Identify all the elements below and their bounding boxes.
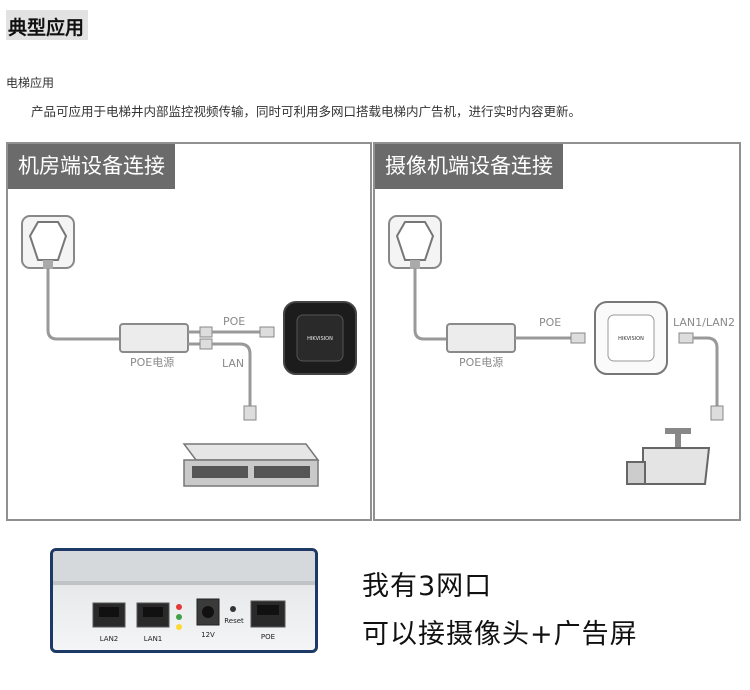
ports-illustration: LAN2 LAN1 12V Reset POE bbox=[53, 551, 315, 643]
security-camera-icon bbox=[626, 428, 711, 485]
port-label: POE bbox=[261, 633, 275, 641]
rj45-plug-icon bbox=[243, 405, 257, 421]
port-label: Reset bbox=[224, 617, 244, 625]
device-brand: HIKVISION bbox=[618, 336, 644, 342]
camera-side-panel: 摄像机端设备连接 POE电源 POE HIKVISION LAN1/LAN2 bbox=[373, 142, 741, 521]
caption-line-2: 可以接摄像头+广告屏 bbox=[362, 619, 638, 650]
poe-power-adapter-icon bbox=[446, 323, 516, 353]
section-heading: 典型应用 bbox=[6, 10, 89, 40]
camera-side-diagram: POE电源 POE HIKVISION LAN1/LAN2 bbox=[388, 215, 735, 485]
device-brand: HIKVISION bbox=[307, 336, 333, 342]
reset-button-icon bbox=[230, 606, 236, 612]
dc-power-jack-icon bbox=[196, 598, 220, 626]
poe-power-label: POE电源 bbox=[459, 355, 503, 369]
network-switch-icon bbox=[182, 443, 320, 487]
rj45-plug-icon bbox=[259, 326, 275, 338]
wireless-bridge-device-icon: HIKVISION bbox=[283, 301, 357, 375]
rj45-plug-icon bbox=[570, 332, 586, 344]
port-label: 12V bbox=[201, 631, 215, 639]
machine-room-diagram: POE电源 POE LAN HIKVISION bbox=[21, 215, 357, 487]
machine-room-panel: 机房端设备连接 POE电源 POE LAN HIKVISION bbox=[6, 142, 372, 521]
status-led-icon bbox=[176, 604, 182, 630]
lan-label: LAN1/LAN2 bbox=[673, 316, 735, 329]
poe-label: POE bbox=[539, 316, 561, 329]
rj45-plug-icon bbox=[678, 332, 694, 344]
lan-label: LAN bbox=[222, 357, 244, 370]
wireless-bridge-device-icon: HIKVISION bbox=[594, 301, 668, 375]
power-outlet-icon bbox=[388, 215, 442, 269]
lan2-port-icon bbox=[92, 602, 126, 628]
port-label: LAN1 bbox=[144, 635, 163, 643]
rj45-plug-icon bbox=[199, 326, 213, 338]
poe-power-label: POE电源 bbox=[130, 355, 174, 369]
description-text: 产品可应用于电梯井内部监控视频传输，同时可利用多网口搭载电梯内广告机，进行实时内… bbox=[31, 104, 582, 119]
rj45-plug-icon bbox=[710, 405, 724, 421]
rj45-plug-icon bbox=[199, 338, 213, 350]
poe-power-adapter-icon bbox=[119, 323, 189, 353]
port-label: LAN2 bbox=[100, 635, 119, 643]
lan1-port-icon bbox=[136, 602, 170, 628]
panel-title: 机房端设备连接 bbox=[8, 144, 175, 189]
device-ports-photo: LAN2 LAN1 12V Reset POE bbox=[50, 548, 318, 653]
poe-label: POE bbox=[223, 315, 245, 328]
sub-heading: 电梯应用 bbox=[6, 76, 55, 90]
caption-line-1: 我有3网口 bbox=[362, 571, 493, 602]
power-outlet-icon bbox=[21, 215, 75, 269]
poe-port-icon bbox=[250, 600, 286, 628]
panel-title: 摄像机端设备连接 bbox=[375, 144, 563, 189]
